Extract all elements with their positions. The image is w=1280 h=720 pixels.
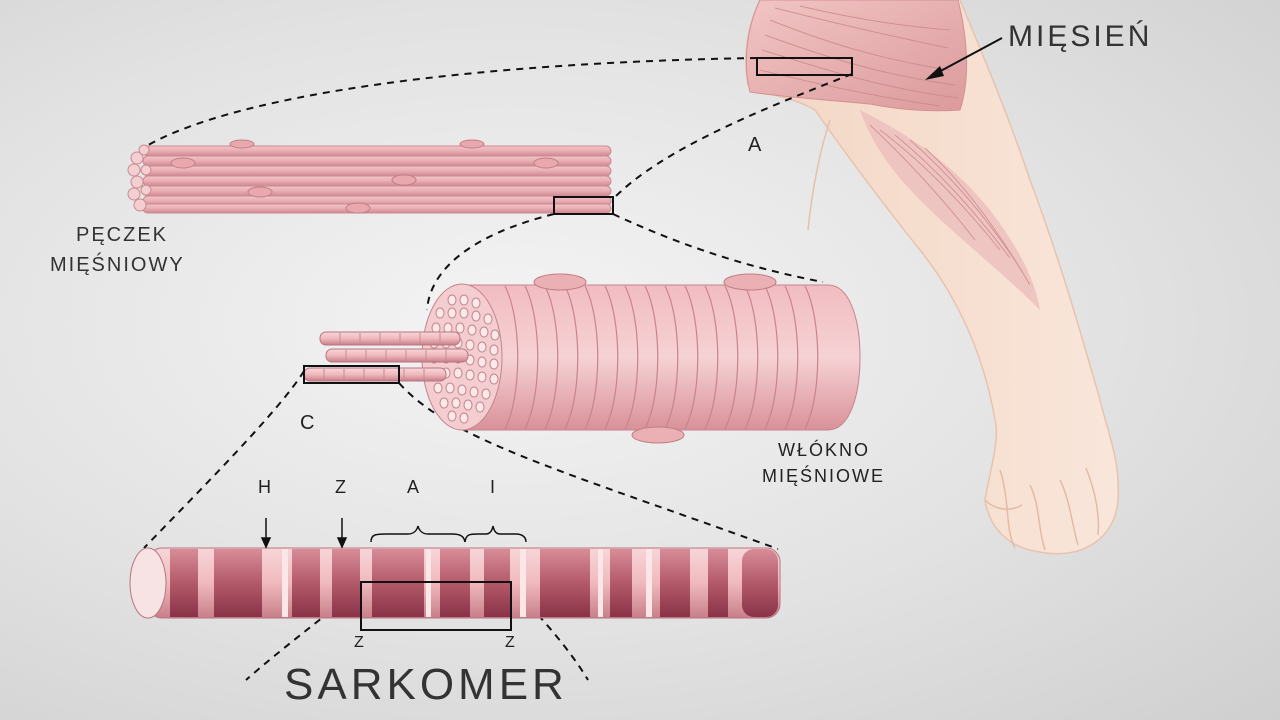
sarcomere-label: SARKOMER	[284, 660, 568, 709]
myofibril-zoom-box	[303, 365, 400, 384]
band-a-label: A	[407, 477, 420, 497]
fiber-label-line2: MIĘŚNIOWE	[762, 466, 886, 486]
muscle-bundle	[127, 139, 614, 215]
z-line-left-label: Z	[354, 634, 364, 651]
myofibril-ends	[429, 294, 500, 424]
muscle-label: MIĘSIEŃ	[1008, 20, 1153, 53]
band-markers	[260, 518, 527, 549]
marker-a-label: A	[748, 134, 762, 156]
muscle-fiber	[421, 273, 861, 444]
arm-illustration	[745, 0, 1120, 555]
muscle-zoom-box	[756, 57, 853, 76]
sarcomere-box	[360, 581, 512, 631]
bundle-label-line1: PĘCZEK	[76, 224, 169, 246]
bundle-zoom-box	[553, 196, 614, 215]
muscle-arrow	[925, 37, 1003, 80]
myofibril-zoomed	[129, 547, 781, 631]
myofibrils	[303, 331, 469, 384]
fiber-label-line1: WŁÓKNO	[778, 440, 871, 460]
marker-c-label: C	[300, 412, 315, 434]
z-line-right-label: Z	[505, 634, 515, 651]
band-h-label: H	[258, 477, 271, 497]
band-z-label: Z	[335, 477, 346, 497]
band-i-label: I	[490, 477, 496, 497]
bundle-label-line2: MIĘŚNIOWY	[50, 254, 185, 276]
